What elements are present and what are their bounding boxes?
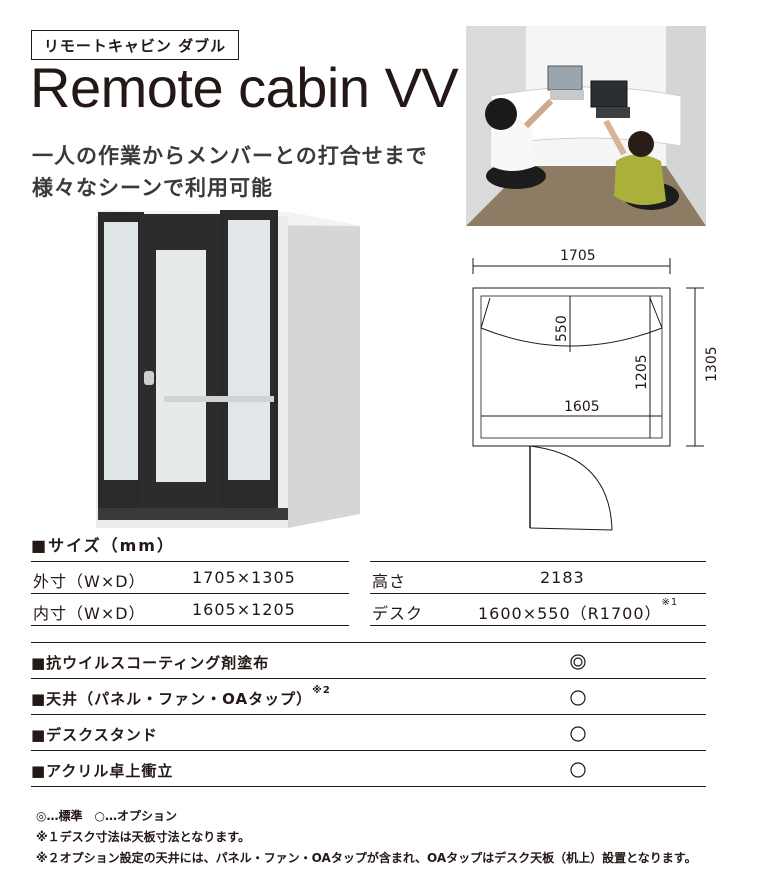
option-desk-stand: ■デスクスタンド — [31, 726, 158, 744]
standard-double-circle-icon — [570, 654, 586, 670]
legend-note: ◎…標準 ○…オプション — [36, 809, 177, 823]
options-rule — [31, 714, 706, 715]
option-ceiling: ■天井（パネル・ファン・OAタップ）※2 — [31, 685, 331, 709]
product-tagline: 一人の作業からメンバーとの打合せまで 様々なシーンで利用可能 — [32, 140, 428, 204]
floor-plan-diagram: 1705 1605 550 1205 1305 — [472, 248, 720, 531]
plan-inner-width: 1605 — [564, 399, 600, 415]
tagline-line-2: 様々なシーンで利用可能 — [32, 176, 273, 200]
option-circle-icon — [570, 690, 586, 706]
plan-outer-width: 1705 — [560, 248, 596, 264]
footnote-1: ※１デスク寸法は天板寸法となります。 — [36, 830, 251, 844]
product-category-badge: リモートキャビン ダブル — [31, 30, 239, 60]
desk-size-value: 1600×550（R1700） — [478, 604, 662, 623]
size-table-rule — [31, 561, 349, 562]
plan-inner-depth: 1205 — [634, 354, 650, 390]
option-circle-icon — [570, 726, 586, 742]
size-row-value: 1705×1305 — [192, 568, 296, 587]
option-acrylic-partition: ■アクリル卓上衝立 — [31, 762, 174, 780]
size-row-value: 1605×1205 — [192, 600, 296, 619]
plan-desk-depth: 550 — [554, 315, 570, 342]
size-table-rule — [370, 593, 706, 594]
size-table-rule — [31, 625, 349, 626]
option-ceiling-note: ※2 — [312, 685, 331, 696]
product-title: Remote cabin VV — [30, 56, 459, 119]
footnotes: ◎…標準 ○…オプション ※１デスク寸法は天板寸法となります。 ※２オプション設… — [36, 806, 697, 869]
size-table-rule — [370, 625, 706, 626]
size-row-value: 1600×550（R1700）※1 — [478, 597, 679, 624]
options-rule — [31, 642, 706, 643]
footnote-2: ※２オプション設定の天井には、パネル・ファン・OAタップが含まれ、OAタップはデ… — [36, 851, 697, 865]
option-circle-icon — [570, 762, 586, 778]
options-rule — [31, 786, 706, 787]
desk-size-note: ※1 — [661, 597, 679, 608]
size-row-label: デスク — [372, 604, 424, 623]
option-antiviral-coating: ■抗ウイルスコーティング剤塗布 — [31, 654, 270, 672]
size-table-rule — [370, 561, 706, 562]
size-section-heading: ■サイズ（mm） — [31, 536, 175, 555]
size-row-value: 2183 — [540, 568, 585, 587]
cabin-product-image — [96, 210, 360, 528]
size-row-label: 高さ — [372, 572, 407, 591]
options-rule — [31, 750, 706, 751]
option-ceiling-label: ■天井（パネル・ファン・OAタップ） — [31, 690, 313, 708]
options-rule — [31, 678, 706, 679]
tagline-line-1: 一人の作業からメンバーとの打合せまで — [32, 144, 428, 168]
plan-outer-depth: 1305 — [704, 346, 720, 382]
usage-photo — [466, 26, 706, 226]
size-row-label: 外寸（W×D） — [33, 572, 146, 591]
size-table-rule — [31, 593, 349, 594]
size-row-label: 内寸（W×D） — [33, 604, 146, 623]
